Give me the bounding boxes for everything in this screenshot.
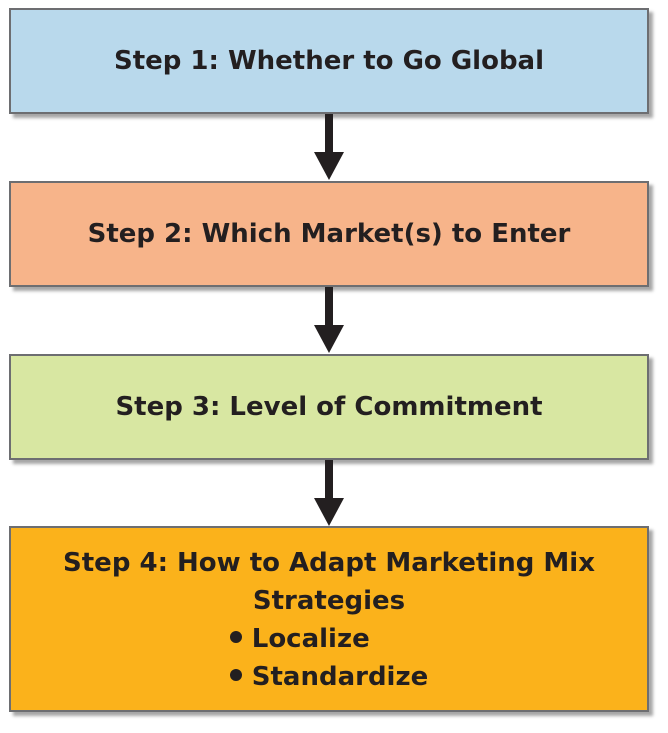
step-2-label: Step 2: Which Market(s) to Enter: [87, 218, 571, 249]
list-item: Standardize: [229, 658, 429, 696]
arrow-down-icon: [314, 114, 344, 180]
bullet-label: Standardize: [251, 662, 429, 692]
bullet-label: Localize: [251, 624, 370, 654]
step-1-box: Step 1: Whether to Go Global: [9, 8, 649, 114]
step-4-box: Step 4: How to Adapt Marketing Mix Strat…: [9, 526, 649, 712]
arrow-down-icon: [314, 287, 344, 353]
step-3-box: Step 3: Level of Commitment: [9, 354, 649, 460]
step-4-label-line-1: Step 4: How to Adapt Marketing Mix: [63, 548, 595, 578]
step-1-label: Step 1: Whether to Go Global: [113, 45, 545, 76]
arrow-down-icon: [314, 460, 344, 526]
step-3-label: Step 3: Level of Commitment: [115, 391, 543, 422]
step-4-label-line-2: Strategies: [252, 586, 406, 616]
bullet-icon: [229, 668, 242, 681]
step-2-box: Step 2: Which Market(s) to Enter: [9, 181, 649, 287]
list-item: Localize: [229, 620, 428, 658]
bullet-icon: [229, 630, 242, 643]
step-4-bullet-list: Localize Standardize: [229, 620, 429, 696]
